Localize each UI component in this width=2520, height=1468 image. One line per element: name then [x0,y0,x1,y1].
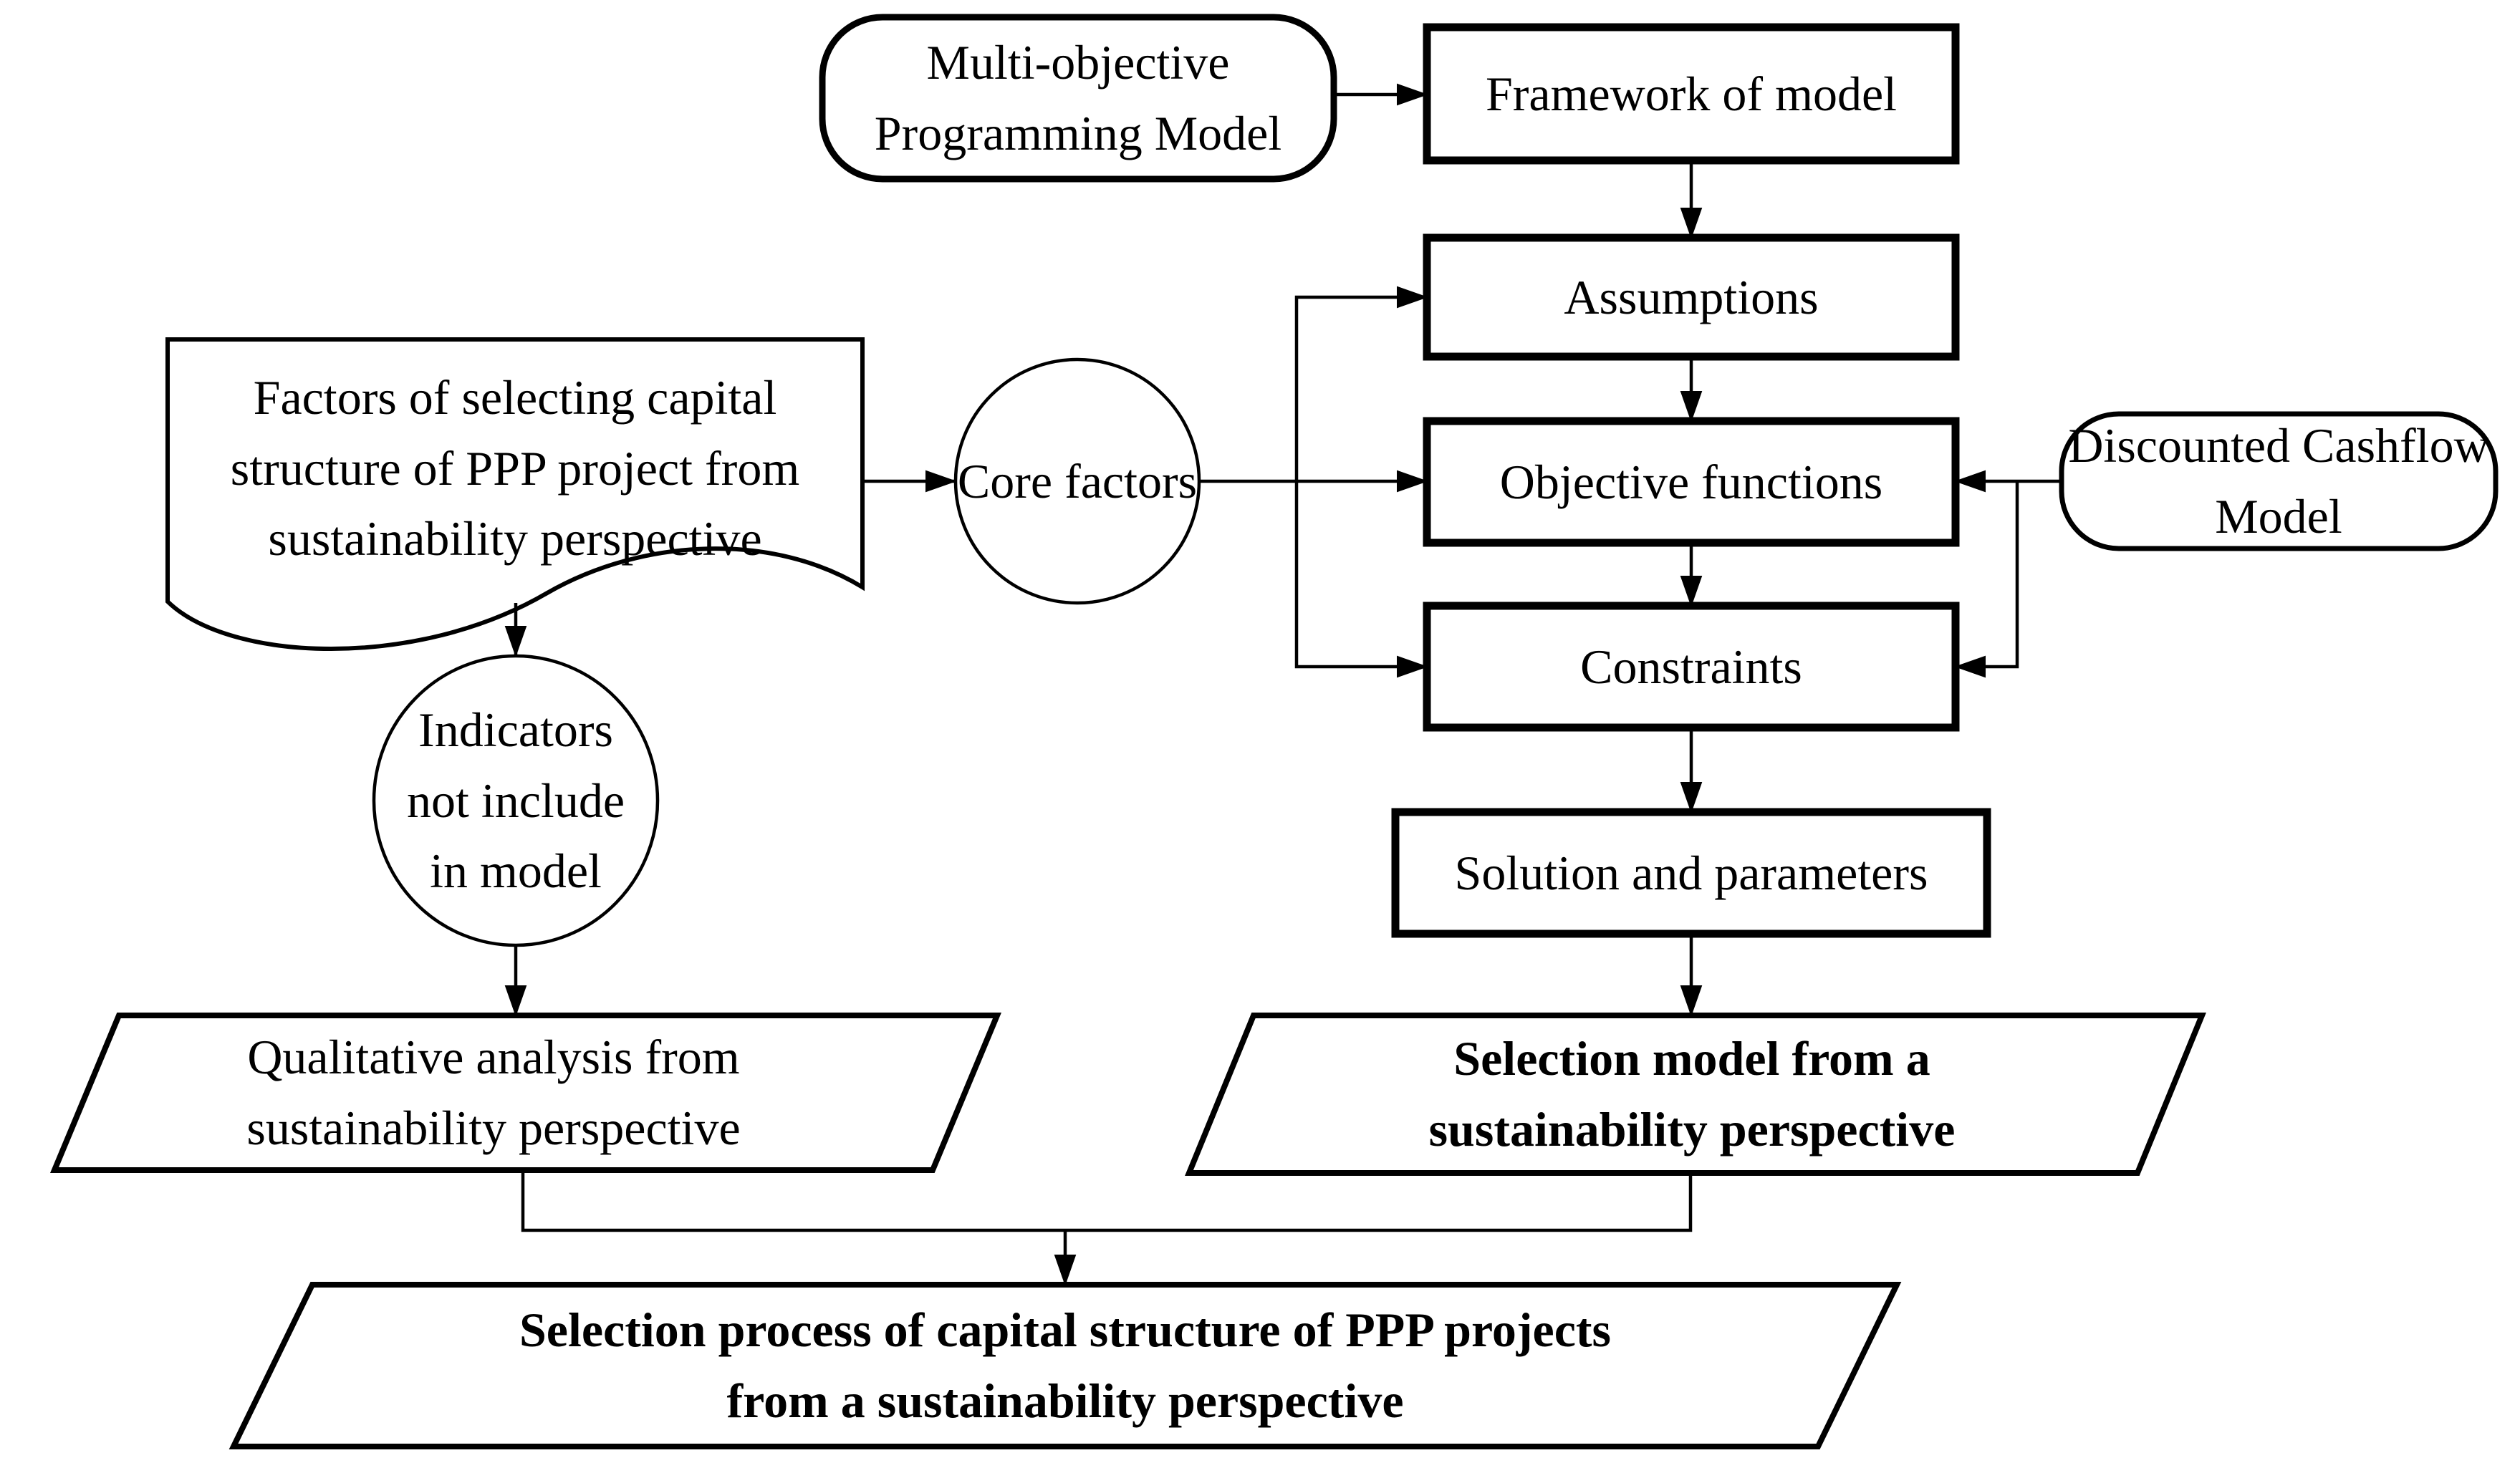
selection-model-label: Selection model from a sustainability pe… [1428,1031,1956,1156]
factors-label: Factors of selecting capital structure o… [230,370,800,566]
selection-process-label: Selection process of capital structure o… [519,1303,1612,1428]
edge-dcf-to-constraints [1954,481,2019,678]
framework-node [1423,23,1960,165]
edge-merge-junction [521,1170,1693,1232]
discounted-cashflow-label: Discounted Cashflow Model [2068,418,2489,544]
objective-functions-label: Objective functions [1499,454,1883,509]
selection-process-node [229,1282,1902,1449]
qualitative-analysis-label: Qualitative analysis from sustainability… [246,1030,741,1155]
multi-objective-model-label: Multi-objective Programming Model [874,35,1282,160]
framework-label: Framework of model [1485,66,1898,121]
assumptions-label: Assumptions [1564,269,1819,324]
core-factors-label: Core factors [957,453,1198,508]
qualitative-analysis-node [50,1013,1001,1173]
factors-document-node [165,337,865,651]
multi-objective-model-node [819,14,1337,183]
edge-core-factors-to-assumptions [1294,286,1428,481]
constraints-label: Constraints [1580,639,1802,694]
objective-functions-node [1423,417,1960,547]
solution-parameters-label: Solution and parameters [1454,845,1928,900]
indicators-label: Indicators not include in model [406,702,625,899]
selection-model-node [1185,1013,2206,1176]
connectors [504,83,2062,1286]
edge-core-factors-to-constraints [1294,481,1428,678]
